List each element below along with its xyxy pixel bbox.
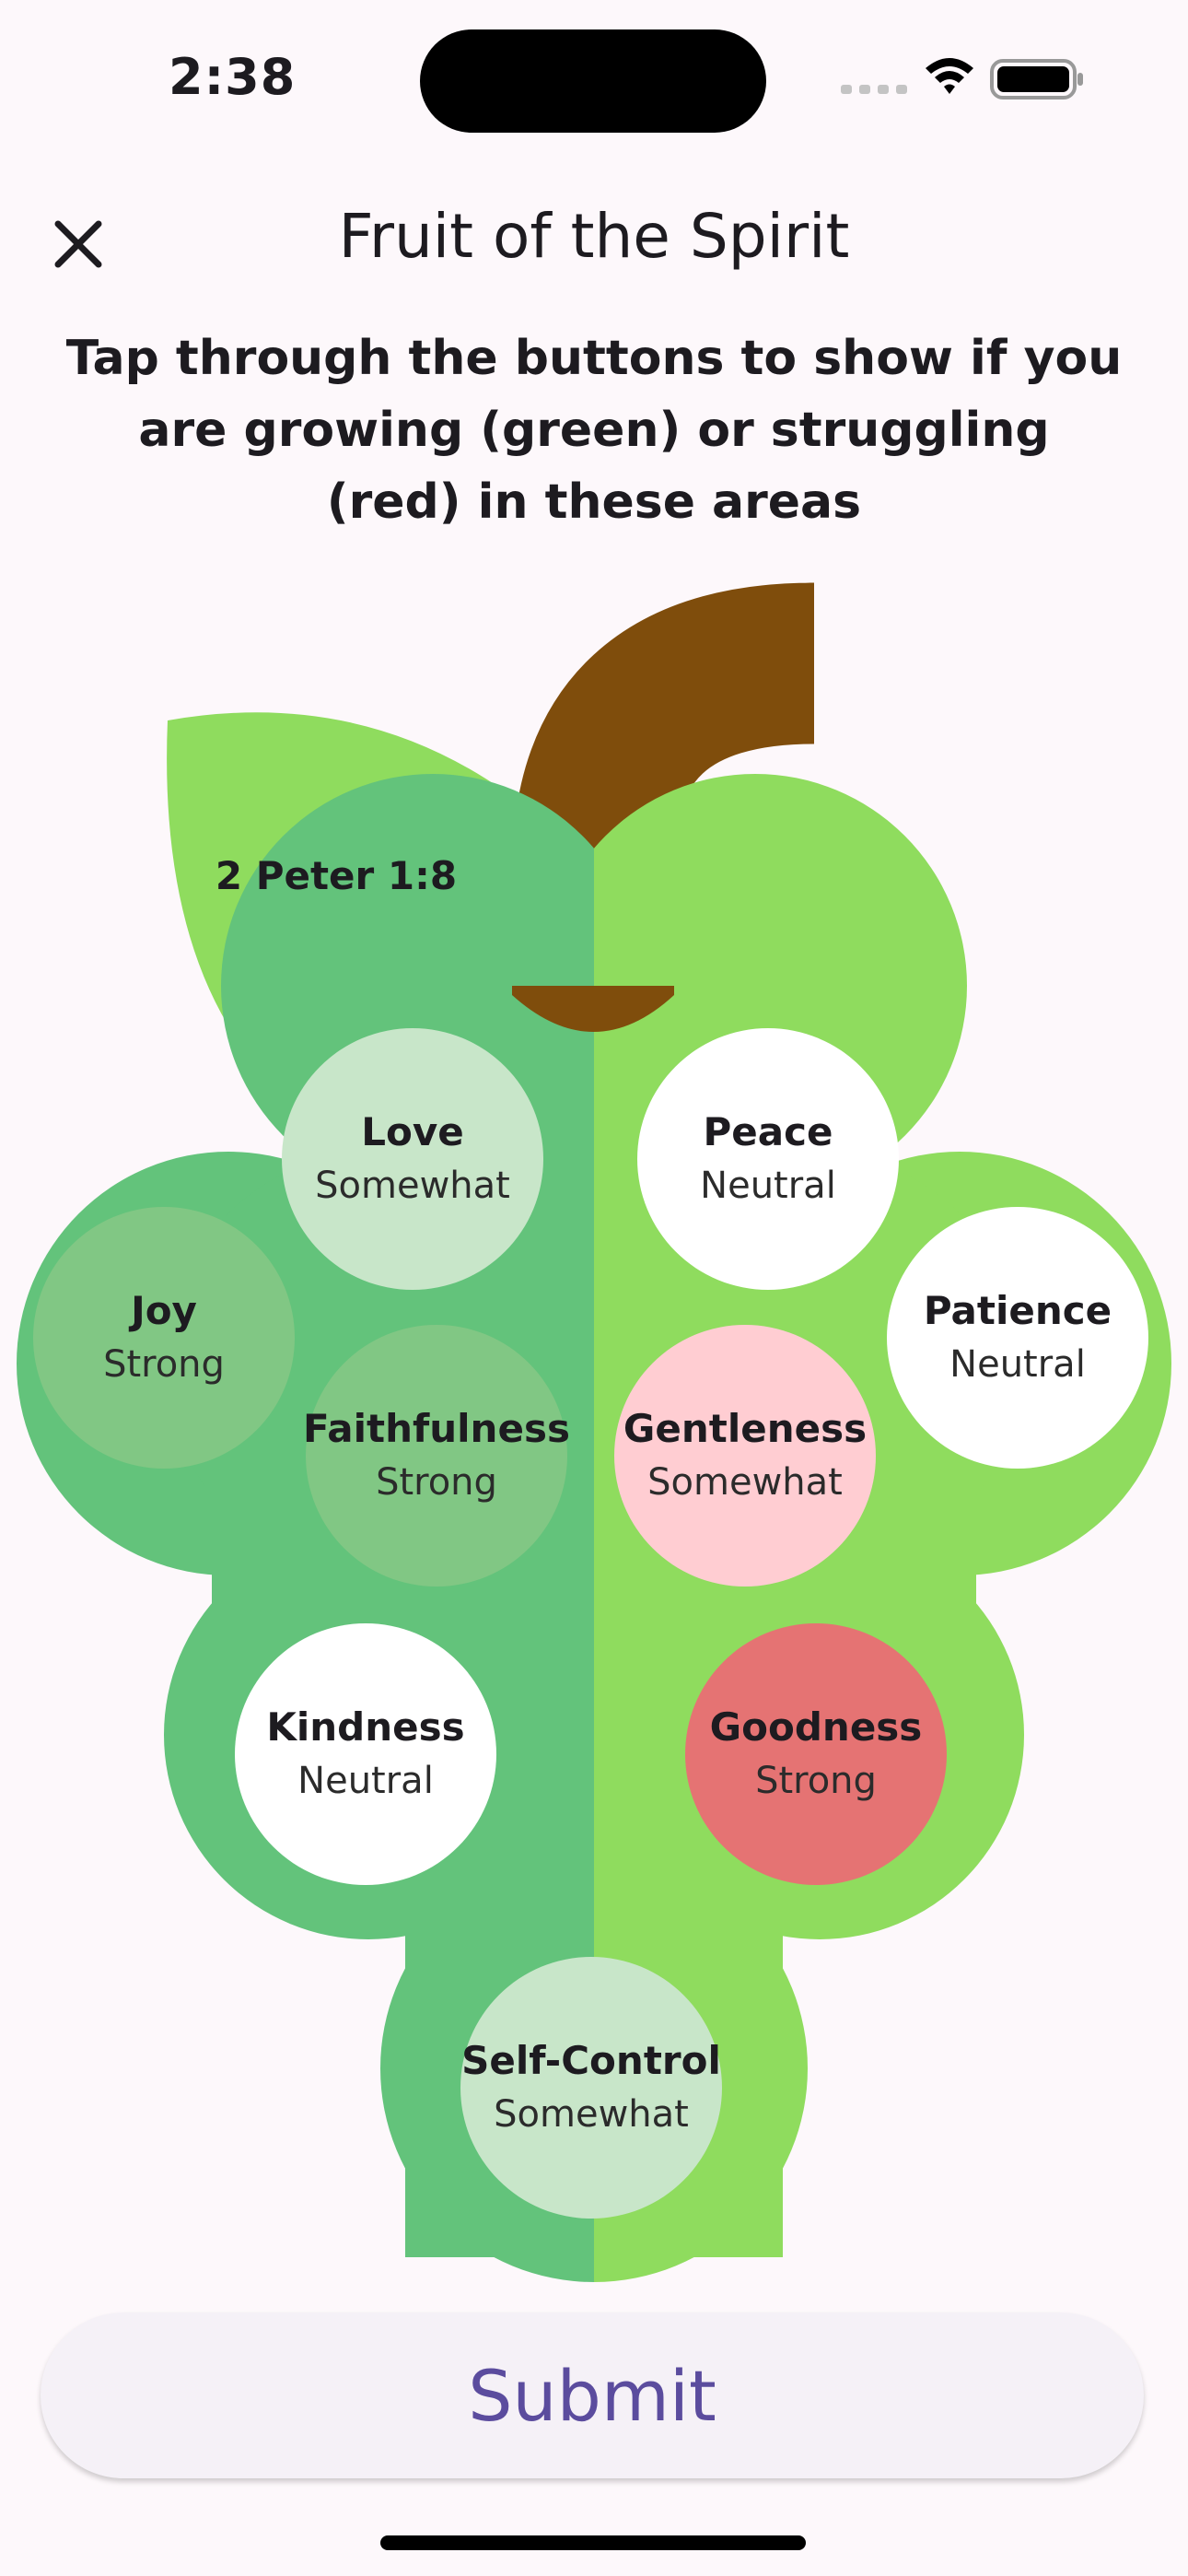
fruit-level: Strong xyxy=(755,1760,877,1802)
battery-icon xyxy=(990,59,1083,100)
fruit-name: Peace xyxy=(703,1109,833,1154)
grape-cluster: 2 Peter 1:8 Love Somewhat Joy Strong Fai… xyxy=(0,553,1188,2285)
fruit-level: Neutral xyxy=(700,1165,836,1207)
fruit-button-gentleness[interactable]: Gentleness Somewhat xyxy=(614,1325,876,1587)
fruit-name: Patience xyxy=(923,1288,1112,1333)
fruit-name: Goodness xyxy=(709,1704,923,1750)
fruit-level: Somewhat xyxy=(494,2093,689,2136)
instructions-text: Tap through the buttons to show if you a… xyxy=(65,331,1123,530)
fruit-name: Joy xyxy=(131,1288,197,1333)
fruit-button-kindness[interactable]: Kindness Neutral xyxy=(235,1623,496,1885)
fruit-name: Love xyxy=(361,1109,464,1154)
fruit-name: Faithfulness xyxy=(303,1406,570,1451)
stem-shape xyxy=(512,582,891,1150)
fruit-level: Somewhat xyxy=(647,1461,843,1504)
signal-icon xyxy=(841,85,907,94)
home-indicator xyxy=(380,2535,806,2550)
fruit-name: Gentleness xyxy=(623,1406,868,1451)
status-icons xyxy=(833,52,1091,107)
fruit-button-peace[interactable]: Peace Neutral xyxy=(637,1028,899,1290)
fruit-name: Self-Control xyxy=(461,2038,721,2083)
fruit-level: Neutral xyxy=(297,1760,434,1802)
wifi-icon xyxy=(926,58,973,94)
fruit-button-patience[interactable]: Patience Neutral xyxy=(887,1207,1148,1469)
verse-reference: 2 Peter 1:8 xyxy=(215,853,458,898)
status-time: 2:38 xyxy=(169,48,297,106)
fruit-button-joy[interactable]: Joy Strong xyxy=(33,1207,295,1469)
screen-title: Fruit of the Spirit xyxy=(338,201,850,272)
fruit-level: Somewhat xyxy=(315,1165,510,1207)
fruit-level: Neutral xyxy=(949,1343,1086,1386)
close-button[interactable] xyxy=(37,203,120,286)
close-icon xyxy=(54,220,102,268)
fruit-button-goodness[interactable]: Goodness Strong xyxy=(685,1623,947,1885)
status-bar: 2:38 xyxy=(0,0,1188,157)
dynamic-island xyxy=(420,29,766,133)
fruit-name: Kindness xyxy=(266,1704,465,1750)
fruit-level: Strong xyxy=(103,1343,225,1386)
submit-button[interactable]: Submit xyxy=(41,2313,1144,2478)
fruit-button-love[interactable]: Love Somewhat xyxy=(282,1028,543,1290)
fruit-button-faithfulness[interactable]: Faithfulness Strong xyxy=(303,1325,570,1587)
fruit-button-self-control[interactable]: Self-Control Somewhat xyxy=(460,1957,722,2219)
fruit-level: Strong xyxy=(376,1461,497,1504)
